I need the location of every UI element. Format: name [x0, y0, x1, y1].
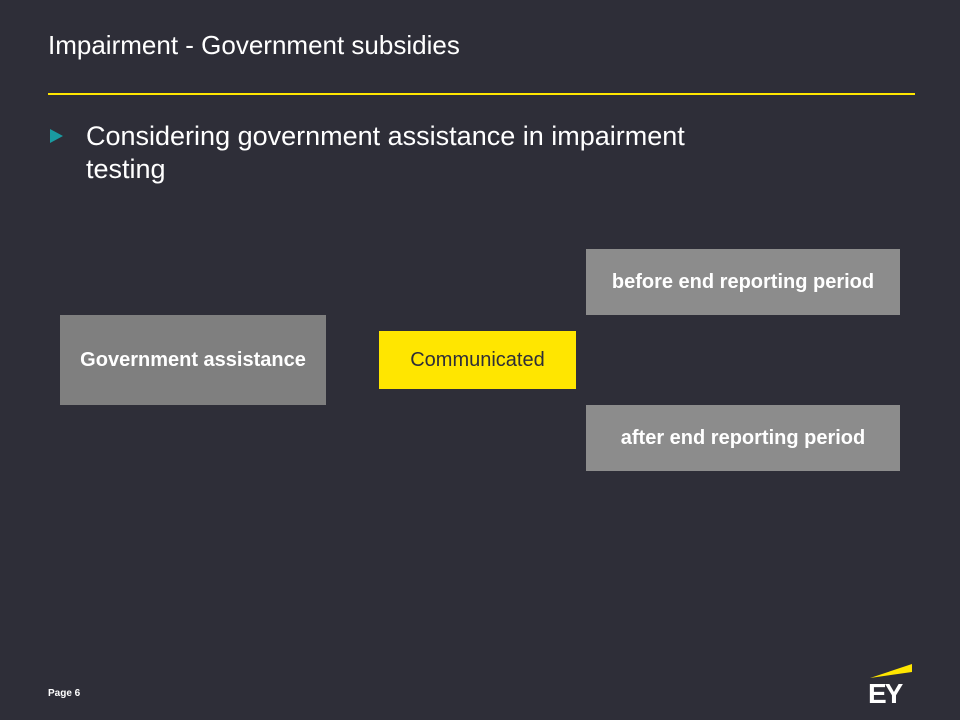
- government-assistance-label: Government assistance: [80, 348, 306, 371]
- after-period-label: after end reporting period: [620, 426, 866, 449]
- communicated-box: Communicated: [379, 331, 576, 389]
- logo-beam-icon: [870, 664, 912, 678]
- after-period-box: after end reporting period: [586, 405, 900, 471]
- logo-text: EY: [868, 678, 903, 709]
- page-number: Page 6: [48, 688, 81, 699]
- communicated-label: Communicated: [410, 348, 545, 371]
- before-period-label: before end reporting period: [611, 270, 875, 293]
- bullet-text: Considering government assistance in imp…: [86, 121, 685, 184]
- title-divider: [48, 93, 915, 95]
- before-period-box: before end reporting period: [586, 249, 900, 315]
- slide-title: Impairment - Government subsidies: [48, 30, 460, 60]
- bullet-arrow-icon: [50, 129, 63, 143]
- ey-logo: EY: [866, 660, 914, 710]
- government-assistance-box: Government assistance: [60, 315, 326, 405]
